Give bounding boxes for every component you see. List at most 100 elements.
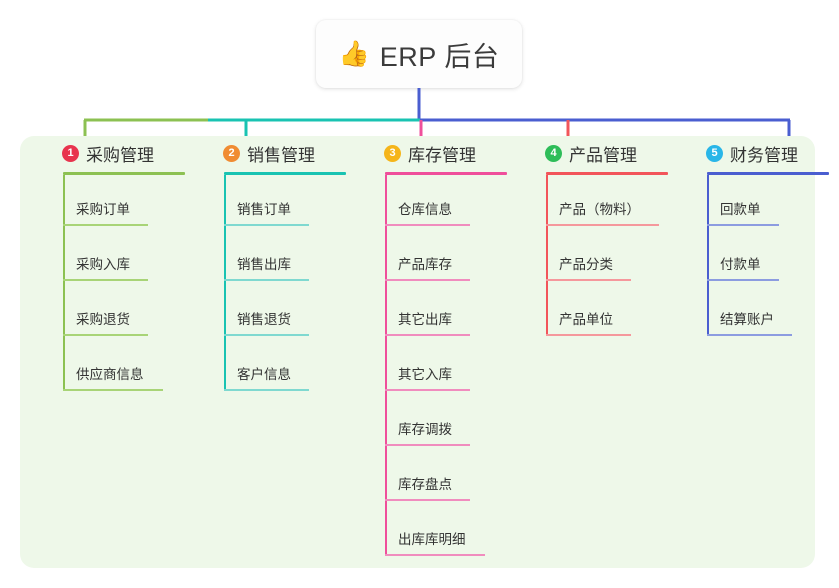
leaf-label: 采购订单 xyxy=(76,202,130,217)
leaf-rule xyxy=(63,389,163,391)
branch-column: 3 库存管理仓库信息产品库存其它出库其它入库库存调拨库存盘点出库库明细 xyxy=(366,136,507,560)
branch-number-badge: 5 xyxy=(706,144,723,162)
leaf-label: 供应商信息 xyxy=(76,367,144,382)
branch-leaf-item[interactable]: 结算账户 xyxy=(688,285,829,340)
leaf-rule xyxy=(385,334,470,336)
leaf-label: 客户信息 xyxy=(237,367,291,382)
leaf-rule xyxy=(63,224,148,226)
branch-header-rule xyxy=(546,172,668,175)
branch-leaf-item[interactable]: 其它入库 xyxy=(366,340,507,395)
branch-leaf-item[interactable]: 客户信息 xyxy=(205,340,346,395)
branch-spine xyxy=(546,175,548,336)
branch-leaf-item[interactable]: 回款单 xyxy=(688,175,829,230)
leaf-rule xyxy=(385,499,470,501)
branch-title: 财务管理 xyxy=(730,145,798,165)
leaf-label: 付款单 xyxy=(720,257,761,272)
branch-leaf-item[interactable]: 仓库信息 xyxy=(366,175,507,230)
branch-header-rule xyxy=(63,172,185,175)
branch-header-rule xyxy=(385,172,507,175)
leaf-rule xyxy=(385,279,470,281)
leaf-rule xyxy=(224,279,309,281)
leaf-rule xyxy=(224,334,309,336)
leaf-rule xyxy=(385,389,470,391)
branch-spine xyxy=(224,175,226,391)
branch-leaf-item[interactable]: 产品库存 xyxy=(366,230,507,285)
leaf-label: 销售退货 xyxy=(237,312,291,327)
branch-leaf-item[interactable]: 销售退货 xyxy=(205,285,346,340)
leaf-label: 销售订单 xyxy=(237,202,291,217)
branch-leaf-item[interactable]: 销售订单 xyxy=(205,175,346,230)
leaf-label: 其它入库 xyxy=(398,367,452,382)
leaf-label: 库存盘点 xyxy=(398,477,452,492)
branch-column: 4 产品管理产品（物料） 产品分类产品单位 xyxy=(527,136,668,340)
branch-header[interactable]: 4 产品管理 xyxy=(527,136,668,170)
branch-leaf-item[interactable]: 产品（物料） xyxy=(527,175,668,230)
branch-leaf-item[interactable]: 采购入库 xyxy=(44,230,185,285)
leaf-rule xyxy=(546,224,659,226)
branch-header[interactable]: 5 财务管理 xyxy=(688,136,829,170)
leaf-rule xyxy=(385,444,470,446)
branch-column: 2 销售管理销售订单销售出库销售退货客户信息 xyxy=(205,136,346,395)
leaf-rule xyxy=(224,389,309,391)
leaf-rule xyxy=(224,224,309,226)
branch-leaf-item[interactable]: 其它出库 xyxy=(366,285,507,340)
leaf-label: 其它出库 xyxy=(398,312,452,327)
branch-columns: 1 采购管理采购订单采购入库采购退货供应商信息 2 销售管理销售订单销售出库销售退货客… xyxy=(20,136,829,568)
branch-header[interactable]: 1 采购管理 xyxy=(44,136,185,170)
leaf-label: 采购退货 xyxy=(76,312,130,327)
branch-spine xyxy=(385,175,387,556)
branch-body: 产品（物料） 产品分类产品单位 xyxy=(527,175,668,340)
branches-panel xyxy=(20,136,815,568)
branch-title: 销售管理 xyxy=(247,145,315,165)
leaf-rule xyxy=(385,224,470,226)
branch-body: 采购订单采购入库采购退货供应商信息 xyxy=(44,175,185,395)
branch-spine xyxy=(63,175,65,391)
leaf-label: 销售出库 xyxy=(237,257,291,272)
leaf-rule xyxy=(63,334,148,336)
leaf-rule xyxy=(546,334,631,336)
branch-leaf-item[interactable]: 采购退货 xyxy=(44,285,185,340)
root-title: ERP 后台 xyxy=(379,41,500,72)
branch-header-rule xyxy=(224,172,346,175)
branch-body: 销售订单销售出库销售退货客户信息 xyxy=(205,175,346,395)
branch-leaf-item[interactable]: 供应商信息 xyxy=(44,340,185,395)
branch-leaf-item[interactable]: 库存调拨 xyxy=(366,395,507,450)
branch-title: 产品管理 xyxy=(569,145,637,165)
branch-number-badge: 1 xyxy=(62,144,79,162)
branch-header-rule xyxy=(707,172,829,175)
leaf-rule xyxy=(707,224,779,226)
leaf-rule xyxy=(707,279,779,281)
branch-body: 回款单付款单结算账户 xyxy=(688,175,829,340)
branch-leaf-item[interactable]: 销售出库 xyxy=(205,230,346,285)
leaf-rule xyxy=(546,279,631,281)
branch-header[interactable]: 2 销售管理 xyxy=(205,136,346,170)
leaf-label: 产品库存 xyxy=(398,257,452,272)
branch-leaf-item[interactable]: 采购订单 xyxy=(44,175,185,230)
leaf-label: 结算账户 xyxy=(720,312,774,327)
leaf-rule xyxy=(63,279,148,281)
leaf-rule xyxy=(385,554,485,556)
leaf-label: 产品分类 xyxy=(559,257,613,272)
branch-leaf-item[interactable]: 库存盘点 xyxy=(366,450,507,505)
branch-leaf-item[interactable]: 产品分类 xyxy=(527,230,668,285)
leaf-label: 产品单位 xyxy=(559,312,613,327)
branch-title: 库存管理 xyxy=(408,145,476,165)
branch-column: 1 采购管理采购订单采购入库采购退货供应商信息 xyxy=(44,136,185,395)
branch-leaf-item[interactable]: 出库库明细 xyxy=(366,505,507,560)
branch-number-badge: 2 xyxy=(223,144,240,162)
branch-title: 采购管理 xyxy=(86,145,154,165)
branch-number-badge: 3 xyxy=(384,144,401,162)
branch-leaf-item[interactable]: 产品单位 xyxy=(527,285,668,340)
leaf-label: 采购入库 xyxy=(76,257,130,272)
branch-leaf-item[interactable]: 付款单 xyxy=(688,230,829,285)
branch-header[interactable]: 3 库存管理 xyxy=(366,136,507,170)
branch-body: 仓库信息产品库存其它出库其它入库库存调拨库存盘点出库库明细 xyxy=(366,175,507,560)
branch-spine xyxy=(707,175,709,336)
branch-number-badge: 4 xyxy=(545,144,562,162)
root-node[interactable]: 👍 ERP 后台 xyxy=(316,20,522,88)
branch-column: 5 财务管理回款单付款单结算账户 xyxy=(688,136,829,340)
leaf-label: 回款单 xyxy=(720,202,761,217)
leaf-label: 库存调拨 xyxy=(398,422,452,437)
leaf-label: 产品（物料） xyxy=(559,202,640,217)
